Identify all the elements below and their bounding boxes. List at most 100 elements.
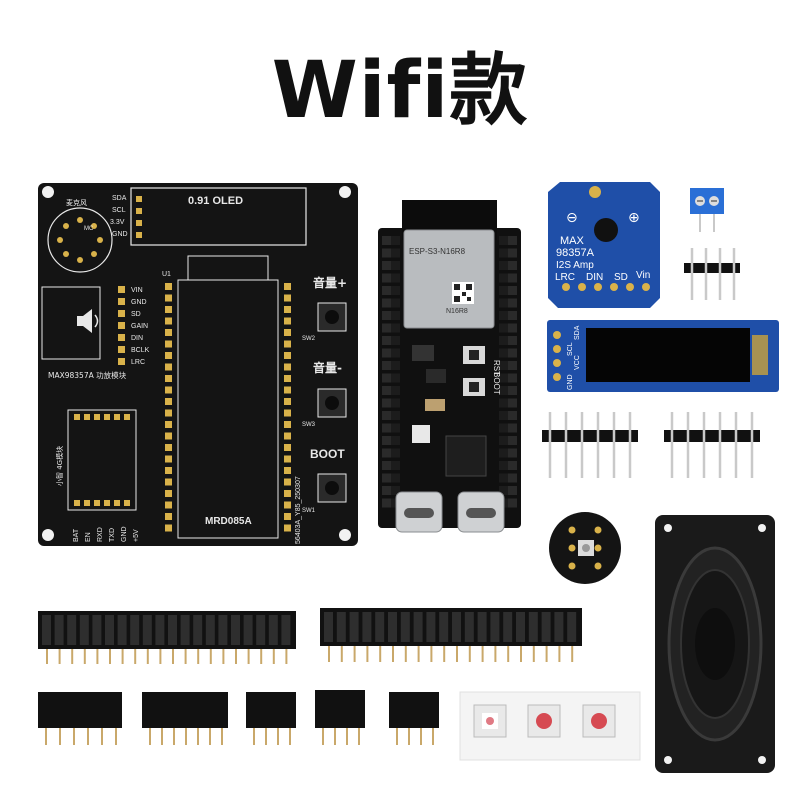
esp-header-pin — [391, 386, 400, 395]
esp-header-pin — [508, 323, 517, 333]
esp-header-pin — [499, 473, 508, 483]
esp-header-pin — [382, 361, 391, 370]
esp-header-pin — [391, 236, 400, 245]
header-slot — [92, 615, 102, 645]
header-slot — [231, 615, 240, 645]
u1-pad — [284, 421, 291, 428]
oled-pin-labels: SDA SCL 3.3V GND — [110, 195, 128, 238]
header-slot — [54, 615, 64, 645]
esp-header-pin — [508, 336, 517, 345]
esp-header-pin — [499, 273, 508, 283]
u1-pad — [284, 375, 291, 382]
u1-pad — [165, 340, 172, 348]
oled-091-module: GND VCC SCL SDA — [547, 320, 779, 392]
esp-header-pin — [382, 461, 391, 470]
tactile-button-2[interactable] — [527, 704, 561, 738]
esp-header-pin — [508, 311, 517, 320]
u1-pad — [284, 432, 291, 440]
tactile-buttons-tape — [459, 691, 641, 761]
esp-header-pin — [508, 386, 517, 395]
sw2-label: SW2 — [302, 336, 316, 342]
esp-header-pin — [382, 336, 391, 345]
esp-header-pin — [391, 436, 400, 445]
esp-header-pin — [499, 348, 508, 358]
header-slot — [349, 612, 359, 642]
esp-header-pin — [508, 286, 517, 295]
volume-down-button[interactable] — [317, 388, 347, 418]
mic-pin-mc: MC — [84, 226, 94, 232]
esp-header-pin — [508, 398, 517, 408]
esp-header-pin — [499, 236, 508, 245]
header-slot — [528, 612, 538, 642]
esp-header-pin — [499, 336, 508, 345]
header-6pin-b — [664, 412, 760, 478]
header-slot — [243, 615, 253, 645]
esp-header-pin — [508, 373, 517, 383]
usb-c-port-right[interactable] — [457, 491, 505, 533]
esp-header-pin — [499, 248, 508, 258]
oled-pin-gnd: GND — [112, 231, 128, 238]
u1-label: U1 — [162, 271, 171, 278]
esp-header-pin — [391, 248, 400, 258]
u1-pad — [284, 444, 291, 451]
max98357a-amp-module: ⊖ ⊕ MAX 98357A I2S Amp LRC DIN SD Vin — [548, 182, 660, 308]
u1-pad — [165, 444, 172, 451]
esp-header-pin — [391, 273, 400, 283]
esp-header-pin — [382, 323, 391, 333]
esp-header-pin — [508, 411, 517, 420]
amp-line3: I2S Amp — [556, 260, 594, 271]
esp-header-pin — [382, 473, 391, 483]
u1-pad — [165, 524, 172, 532]
u1-pad — [165, 409, 172, 417]
esp-header-pin — [391, 486, 400, 495]
oled-pin-scl: SCL — [112, 207, 126, 214]
esp-header-pin — [382, 498, 391, 508]
esp-header-pin — [508, 498, 517, 508]
esp-header-pin — [382, 486, 391, 495]
rst-button[interactable] — [463, 346, 485, 364]
esp-header-pin — [508, 248, 517, 258]
volume-up-button[interactable] — [317, 302, 347, 332]
esp-module-label: ESP-S3-N16R8 — [409, 247, 466, 256]
esp-header-pin — [382, 311, 391, 320]
speaker-unit — [655, 515, 775, 773]
main-carrier-board: 0.91 OLED SDA SCL 3.3V GND 麦克风 MC — [38, 183, 358, 546]
tactile-button-1[interactable] — [473, 704, 507, 738]
esp-header-pin — [499, 311, 508, 320]
esp-header-pin — [391, 286, 400, 295]
u1-pad — [165, 478, 172, 486]
u1-pad — [284, 513, 291, 520]
u1-pad — [165, 329, 172, 336]
esp-module-sub: N16R8 — [446, 308, 468, 315]
boot-button[interactable] — [317, 473, 347, 503]
header-slot — [42, 615, 51, 645]
rst-label: RST — [492, 360, 501, 376]
g4-module-label: 小智 4G模块 — [55, 446, 64, 486]
boot-label: BOOT — [310, 447, 345, 461]
esp-header-pin — [391, 373, 400, 383]
u1-pad — [284, 398, 291, 405]
header-slot — [503, 612, 513, 642]
esp-header-pin — [508, 298, 517, 308]
oled-label: 0.91 OLED — [188, 195, 243, 207]
oled-pin-sda: SDA — [112, 195, 127, 202]
usb-c-port-left[interactable] — [395, 491, 443, 533]
oled-module-pin-sda: SDA — [574, 325, 581, 340]
esp-header-pin — [382, 298, 391, 308]
tactile-button-3[interactable] — [582, 704, 616, 738]
header-slot — [130, 615, 140, 645]
u1-pad — [284, 306, 291, 313]
female-header-4pin-a — [246, 692, 296, 745]
header-slot — [464, 612, 474, 642]
esp-boot-button[interactable] — [463, 378, 485, 396]
u1-pad — [284, 340, 291, 348]
amp-pin-labels: VIN GND SD GAIN DIN BCLK LRC — [131, 287, 150, 366]
oled-module-pin-gnd: GND — [567, 374, 574, 390]
oled-module-pin-scl: SCL — [567, 342, 574, 356]
amp-pin-sd: SD — [131, 311, 141, 318]
i2s-mic-module — [549, 512, 621, 584]
header-slot — [117, 615, 127, 645]
female-header-4pin-c — [389, 692, 439, 745]
u1-pad — [284, 501, 291, 509]
screw-terminal — [690, 188, 724, 232]
